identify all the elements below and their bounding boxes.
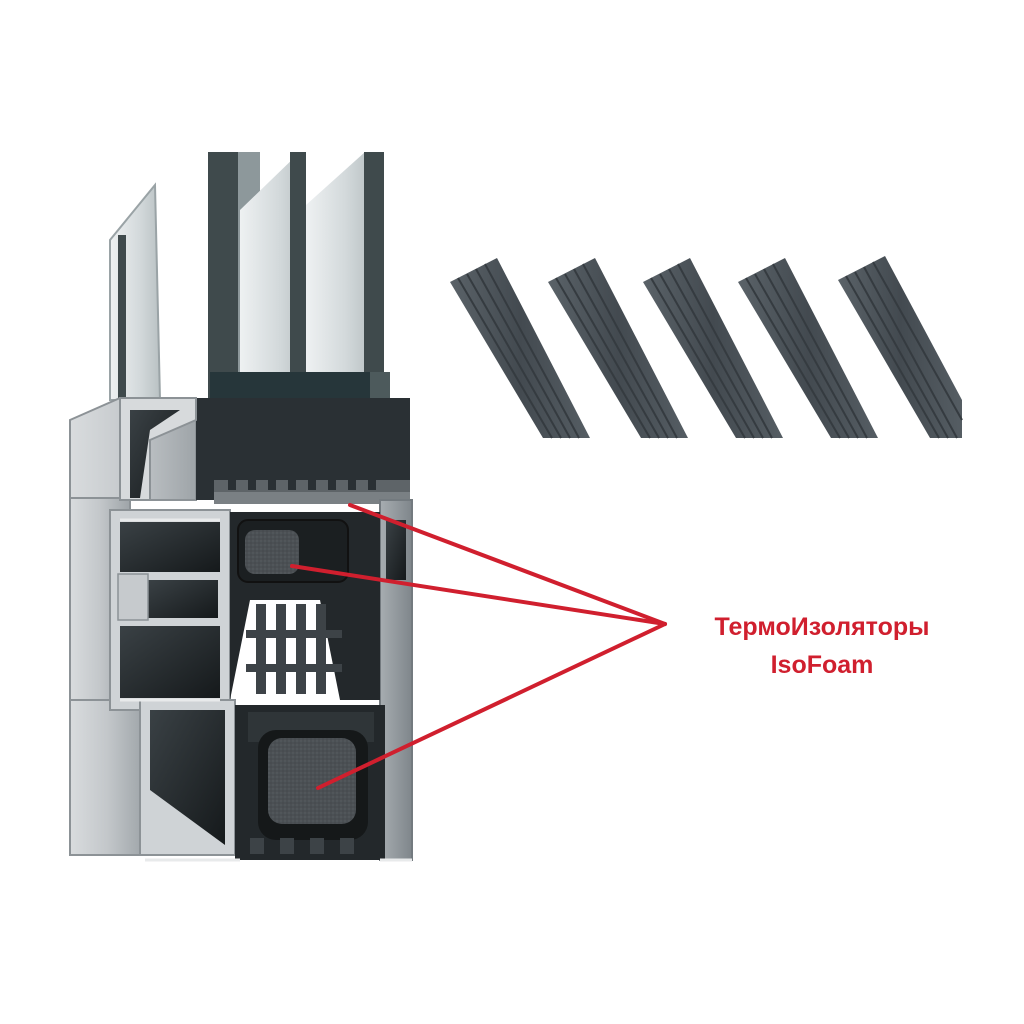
isofoam-strip-2 <box>548 258 688 439</box>
isofoam-strip-4 <box>738 258 878 439</box>
isofoam-strips <box>450 256 963 439</box>
isofoam-insert-upper <box>245 530 299 574</box>
isofoam-strip-3 <box>643 258 783 439</box>
leader-line-3 <box>316 622 667 790</box>
leader-line-1 <box>348 503 667 626</box>
isofoam-insert-lower <box>268 738 356 824</box>
callout-label-line2: IsoFoam <box>771 651 874 679</box>
callout-label: ТермоИзоляторы IsoFoam <box>714 613 929 679</box>
frame-profile <box>69 397 413 862</box>
leader-line-2 <box>290 564 667 626</box>
isofoam-strip-1 <box>450 258 590 439</box>
callout-label-line1: ТермоИзоляторы <box>714 613 929 641</box>
callout-leader-lines <box>290 503 667 790</box>
isofoam-strip-5 <box>838 256 963 439</box>
